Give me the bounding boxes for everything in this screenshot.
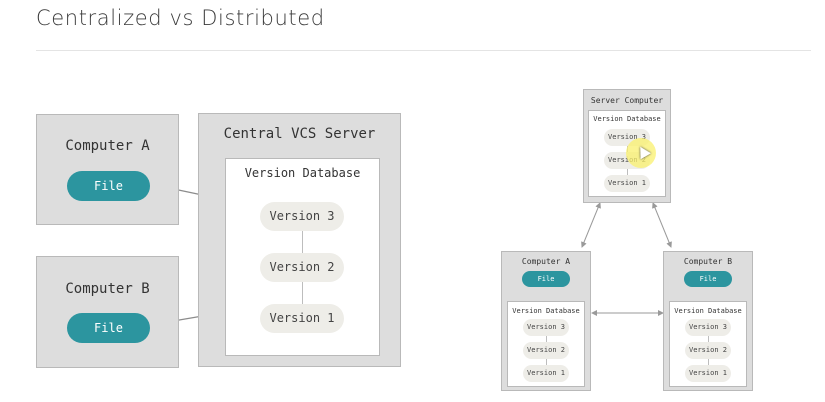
dist-computer-a-db-label: Version Database (512, 307, 580, 315)
dist-computer-a-version-3-pill: Version 3 (523, 319, 569, 336)
dist-computer-b-version-2-pill: Version 2 (685, 342, 731, 359)
dist-computer-b-db-box: Version Database Version 3 Version 2 Ver… (669, 301, 747, 387)
server-version-database-label: Version Database (593, 115, 661, 123)
dist-computer-a-label: Computer A (521, 257, 571, 266)
computer-a-box: Computer A File (36, 114, 179, 225)
dist-computer-a-version-2-pill: Version 2 (523, 342, 569, 359)
computer-b-file: File (67, 313, 150, 343)
central-vcs-server-label: Central VCS Server (223, 126, 376, 142)
computer-b-label: Computer B (65, 281, 150, 297)
computer-a-file: File (67, 171, 150, 201)
version-database-label: Version Database (244, 166, 361, 180)
dist-computer-b-db-label: Version Database (674, 307, 742, 315)
arrow-dist-server-computer-a (581, 202, 601, 248)
arrow-dist-server-computer-b (652, 202, 672, 248)
dist-computer-b-box: Computer B File Version Database Version… (663, 251, 753, 391)
server-computer-label: Server Computer (590, 96, 664, 105)
slide-title: Centralized vs Distributed (36, 6, 325, 30)
cursor-highlight (626, 138, 656, 168)
dist-computer-a-file: File (522, 271, 570, 287)
version-database-box: Version Database Version 3 Version 2 Ver… (225, 158, 380, 356)
version-2-pill: Version 2 (260, 253, 344, 282)
computer-b-box: Computer B File (36, 256, 179, 368)
dist-computer-b-version-3-pill: Version 3 (685, 319, 731, 336)
dist-computer-b-label: Computer B (683, 257, 733, 266)
dist-computer-b-version-1-pill: Version 1 (685, 365, 731, 382)
dist-computer-a-box: Computer A File Version Database Version… (501, 251, 591, 391)
server-version-1-pill: Version 1 (604, 175, 650, 192)
dist-computer-a-db-box: Version Database Version 3 Version 2 Ver… (507, 301, 585, 387)
central-vcs-server-box: Central VCS Server Version Database Vers… (198, 113, 401, 367)
server-computer-box: Server Computer Version Database Version… (583, 89, 671, 203)
title-divider (36, 50, 811, 51)
version-1-pill: Version 1 (260, 304, 344, 333)
version-3-pill: Version 3 (260, 202, 344, 231)
computer-a-label: Computer A (65, 138, 150, 154)
dist-computer-a-version-1-pill: Version 1 (523, 365, 569, 382)
dist-computer-b-file: File (684, 271, 732, 287)
